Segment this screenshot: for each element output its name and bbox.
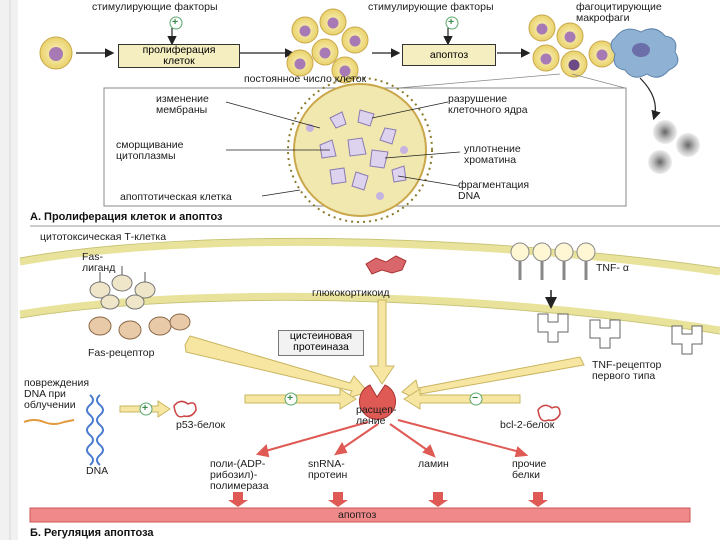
panel-b-graphics (19, 237, 720, 523)
t-cell-label: цитотоксическая Т-клетка (40, 231, 167, 243)
macrophage-label: фагоцитирующие макрофаги (576, 1, 662, 24)
regulation-signs (139, 16, 483, 416)
nucleus-destruction-label: разрушение клеточного ядра (448, 93, 528, 116)
plus-sign: + (448, 16, 455, 28)
cleavage-arrows (255, 419, 529, 458)
stimulating-factors-left: стимулирующие факторы (92, 1, 218, 13)
cell-icon (39, 36, 73, 70)
apoptosis-bar (29, 507, 691, 523)
fas-ligand-icon (89, 266, 156, 310)
bcl2-label: bcl-2-белок (500, 419, 555, 431)
dna-icon (86, 394, 94, 466)
apoptotic-cell-icon (287, 77, 433, 223)
cell-cluster (286, 8, 369, 84)
apoptosis-bar-label: апоптоз (338, 509, 377, 521)
left-margin (0, 0, 18, 540)
fas-ligand-label: Fas- лиганд (82, 251, 116, 274)
plus-sign: + (142, 402, 149, 414)
p53-protein-icon (173, 400, 197, 418)
panel-a-graphics (30, 8, 720, 227)
apoptotic-body-icon (648, 150, 672, 174)
snrna-label: snRNA- протеин (308, 458, 348, 481)
dna-label: DNA (86, 465, 109, 477)
plus-sign: + (287, 392, 294, 404)
tnf-receptor-icon (537, 313, 703, 355)
tnf-alpha-icon (510, 242, 596, 280)
protease-icon (359, 384, 396, 420)
minus-sign: − (472, 392, 479, 404)
constant-cell-number: постоянное число клеток (244, 73, 367, 85)
apoptotic-cell-label: апоптотическая клетка (120, 191, 232, 203)
cysteine-protease-box: цистеиновая протеиназа (278, 330, 364, 356)
tnf-receptor-label: TNF-рецептор первого типа (592, 359, 662, 382)
p53-label: p53-белок (176, 419, 226, 431)
proliferation-box: пролиферация клеток (118, 44, 240, 68)
cell-cluster-right (528, 14, 616, 78)
dna-damage-label: повреждения DNA при облучении (24, 377, 90, 411)
tnf-alpha-label: TNF- α (596, 262, 629, 274)
bcl2-protein-icon (537, 404, 561, 422)
chromatin-condense-label: уплотнение хроматина (464, 143, 521, 166)
dna-fragment-label: фрагментация DNA (458, 179, 530, 202)
lamin-label: ламин (418, 458, 449, 470)
fas-receptor-label: Fas-рецептор (88, 347, 155, 359)
glucocorticoid-icon (365, 255, 407, 275)
panel-b-caption: Б. Регуляция апоптоза (30, 527, 154, 539)
cytoplasm-shrink-label: сморщивание цитоплазмы (116, 139, 184, 162)
stimulating-factors-right: стимулирующие факторы (368, 1, 494, 13)
glucocorticoid-label: глюкокортикоид (312, 287, 390, 299)
apoptosis-box: апоптоз (402, 44, 496, 66)
plus-sign: + (172, 16, 179, 28)
fas-receptor-icon (88, 313, 191, 340)
cleavage-label: расщеп- ление (356, 404, 397, 427)
parp-label: поли-(ADP- рибозил)- полимераза (210, 458, 269, 492)
signal-arrows (184, 299, 585, 410)
apoptotic-body-icon (653, 120, 677, 144)
to-apoptosis-arrows (228, 492, 548, 507)
apoptotic-body-icon (676, 133, 700, 157)
panel-a-caption: А. Пролиферация клеток и апоптоз (30, 211, 223, 223)
other-proteins-label: прочие белки (512, 458, 547, 481)
membrane-change-label: изменение мембраны (156, 93, 209, 116)
